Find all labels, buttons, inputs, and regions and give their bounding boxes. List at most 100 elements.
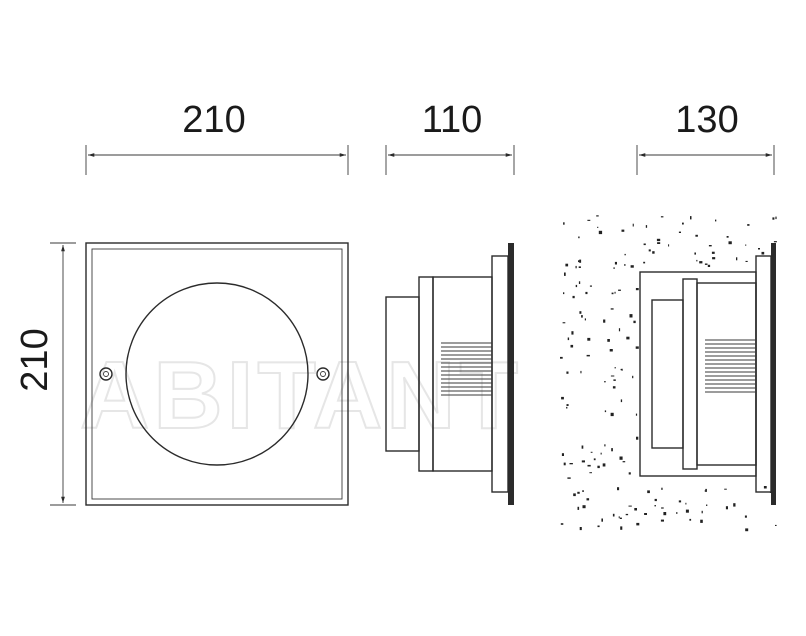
speckle-dot [733,503,736,507]
speckle-dot [572,295,575,299]
speckle-dot [685,509,689,513]
speckle-dot [657,242,661,244]
speckle-dot [561,396,564,400]
speckle-dot [575,284,578,288]
speckle-dot [645,225,648,228]
speckle-dot [632,375,634,379]
speckle-dot [585,291,588,295]
speckle-dot [582,505,586,509]
speckle-dot [618,289,621,291]
speckle-dot [661,487,663,490]
speckle-dot [676,512,678,514]
speckle-dot [564,272,566,276]
dimension-front-height: 210 [14,242,76,506]
speckle-dot [560,523,564,525]
speckle-dot [758,248,760,250]
speckle-dot [725,506,728,510]
speckle-dot [617,487,620,491]
speckle-dot [589,472,592,474]
speckle-dot [648,249,651,252]
speckle-dot [619,517,622,519]
speckle-dot [577,491,580,494]
speckle-dot [579,259,582,263]
speckle-dot [775,524,777,526]
speckle-dot [570,344,574,348]
speckle-dot [694,252,696,255]
speckle-dot [593,458,596,461]
speckle-dot [644,513,647,515]
speckle-dot [609,349,613,352]
speckle-dot [678,231,681,233]
dimension-label-installed-depth: 130 [675,99,738,141]
speckle-dot [699,261,703,264]
speckle-dot [560,356,563,359]
speckle-dot [563,292,565,295]
speckle-dot [578,260,580,263]
dimension-label-front-width: 210 [182,99,245,141]
speckle-dot [728,241,732,245]
speckle-dot [629,314,633,318]
speckle-dot [663,512,667,516]
speckle-dot [619,456,623,460]
wall-texture [560,215,777,532]
speckle-dot [628,505,632,507]
speckle-dot [704,263,708,265]
speckle-dot [571,331,574,335]
speckle-dot [630,265,634,268]
speckle-dot [579,311,582,314]
speckle-dot [701,510,703,514]
speckle-dot [610,308,614,310]
speckle-dot [614,261,617,265]
speckle-dot [597,226,599,228]
speckle-dot [600,452,602,455]
speckle-dot [622,461,626,463]
installed-fins [705,339,756,393]
speckle-dot [613,379,616,381]
speckle-dot [611,448,613,452]
speckle-dot [635,288,639,291]
speckle-dot [563,222,565,225]
speckle-dot [700,519,703,523]
speckle-dot [578,236,580,239]
speckle-dot [647,490,650,494]
speckle-dot [620,526,623,530]
speckle-dot [652,251,655,254]
speckle-dot [620,399,623,403]
speckle-dot [581,315,583,318]
speckle-dot [660,216,664,218]
speckle-dot [612,386,616,389]
speckle-dot [610,375,615,377]
speckle-dot [773,241,777,243]
speckle-dot [636,436,639,440]
screw-icon-left [99,367,113,381]
speckle-dot [587,219,591,221]
speckle-dot [660,519,664,522]
speckle-dot [695,234,698,237]
speckle-dot [744,515,747,518]
speckle-dot [772,217,775,220]
speckle-dot [711,251,715,254]
dimension-front-width: 210 [85,99,349,175]
speckle-dot [761,251,765,255]
dimension-side-depth: 110 [385,99,515,175]
speckle-dot [607,339,610,342]
dimension-label-front-height: 210 [14,328,56,391]
speckle-dot [763,486,767,489]
installed-view [560,215,777,532]
speckle-dot [775,216,777,220]
speckle-dot [724,488,727,490]
speckle-dot [602,463,606,467]
speckle-dot [632,223,634,227]
speckle-dot [643,243,646,246]
speckle-dot [668,244,670,247]
speckle-dot [604,444,606,447]
speckle-dot [621,229,625,232]
speckle-dot [581,460,585,463]
dimension-installed-depth: 130 [636,99,775,175]
speckle-dot [634,508,637,511]
speckle-dot [579,527,582,531]
speckle-dot [613,267,615,269]
speckle-dot [566,404,569,406]
speckle-dot [566,406,568,409]
